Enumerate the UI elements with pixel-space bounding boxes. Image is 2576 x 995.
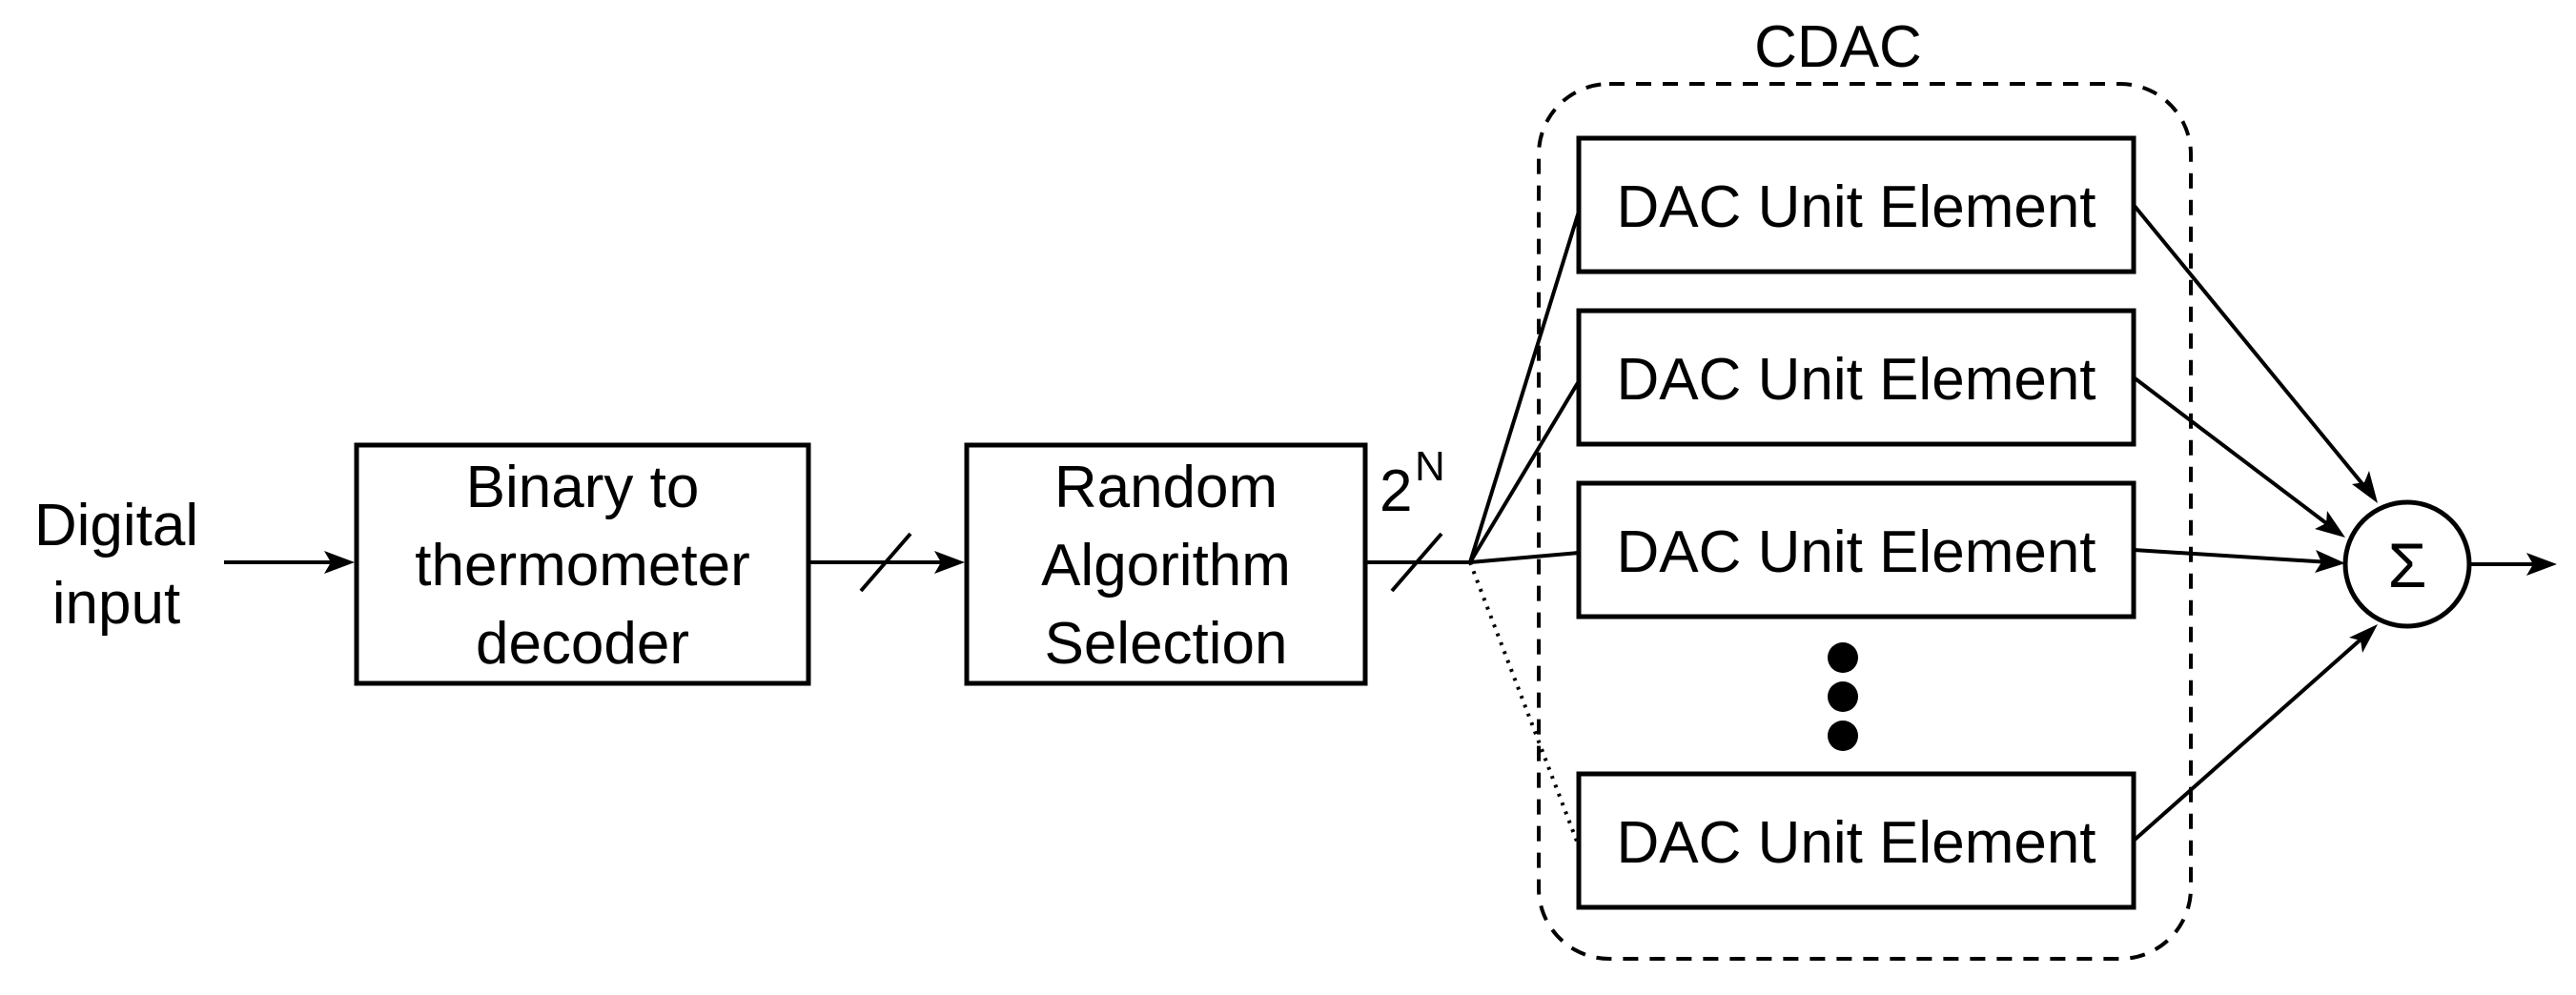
decoder-block: Binary to thermometer decoder (354, 442, 811, 686)
digital-input-label: Digital input (34, 493, 198, 637)
cdac-title: CDAC (1754, 14, 1922, 80)
dac-unit-2-label: DAC Unit Element (1616, 347, 2096, 413)
dac-unit-4-label: DAC Unit Element (1616, 810, 2096, 876)
input-arrow (224, 551, 355, 574)
selector-line3: Selection (1044, 611, 1287, 677)
ellipsis-dot-2 (1828, 681, 1858, 712)
dac-unit-3-box (1576, 480, 2136, 619)
summer-arrow-2 (2132, 376, 2336, 531)
selector-line1: Random (1054, 455, 1278, 520)
sigma-symbol: Σ (2388, 530, 2427, 600)
decoder-box (354, 442, 811, 686)
decoder-to-selector-bus (808, 532, 965, 593)
decoder-line1: Binary to (466, 455, 700, 520)
output-arrowhead (2526, 553, 2557, 576)
fanout-line-3 (1469, 551, 1580, 564)
digital-input-line1: Digital (34, 493, 198, 558)
input-arrowhead (324, 551, 355, 574)
bus-slash-1 (859, 532, 912, 593)
ellipsis-dots (1828, 642, 1858, 751)
ellipsis-dot-3 (1828, 721, 1858, 751)
selector-output-bus: 2 N (1365, 443, 1470, 593)
dac-unit-2-box (1576, 308, 2136, 447)
summing-node: Σ (2342, 499, 2472, 629)
dac-unit-3: DAC Unit Element (1576, 480, 2136, 619)
summer-arrow-4 (2132, 631, 2370, 843)
summer-arrowhead-1 (2352, 471, 2378, 503)
dac-unit-1-label: DAC Unit Element (1616, 174, 2096, 240)
bus-width-exponent: N (1415, 443, 1445, 490)
cdac-container: CDAC (1537, 14, 2193, 961)
output-arrow (2469, 553, 2557, 576)
selector-block: Random Algorithm Selection (964, 442, 1368, 686)
dac-unit-4: DAC Unit Element (1576, 771, 2136, 910)
fanout-lines (1468, 211, 1581, 847)
selector-line2: Algorithm (1041, 533, 1291, 599)
summer-arrowhead-3 (2315, 550, 2345, 573)
summer-arrowhead-4 (2349, 624, 2378, 653)
selector-box (964, 442, 1368, 686)
bus-slash-2 (1390, 532, 1443, 593)
dac-unit-2: DAC Unit Element (1576, 308, 2136, 447)
fanout-line-1 (1468, 211, 1581, 563)
decoder-line3: decoder (476, 611, 689, 677)
fanout-line-4-dotted (1468, 561, 1581, 847)
summer-input-arrows (2132, 203, 2378, 843)
cdac-dashed-border (1537, 82, 2193, 961)
dac-unit-4-box (1576, 771, 2136, 910)
dac-unit-3-label: DAC Unit Element (1616, 519, 2096, 585)
summer-arrow-1 (2132, 203, 2374, 498)
bus-width-base: 2 (1380, 458, 1412, 524)
decoder-line2: thermometer (415, 533, 749, 599)
bus-arrowhead (934, 551, 965, 574)
ellipsis-dot-1 (1828, 642, 1858, 673)
fanout-line-2 (1468, 379, 1581, 564)
digital-input-line2: input (52, 571, 180, 637)
summer-arrowhead-2 (2315, 511, 2345, 538)
dac-unit-1: DAC Unit Element (1576, 135, 2136, 274)
summer-arrow-3 (2133, 548, 2331, 564)
